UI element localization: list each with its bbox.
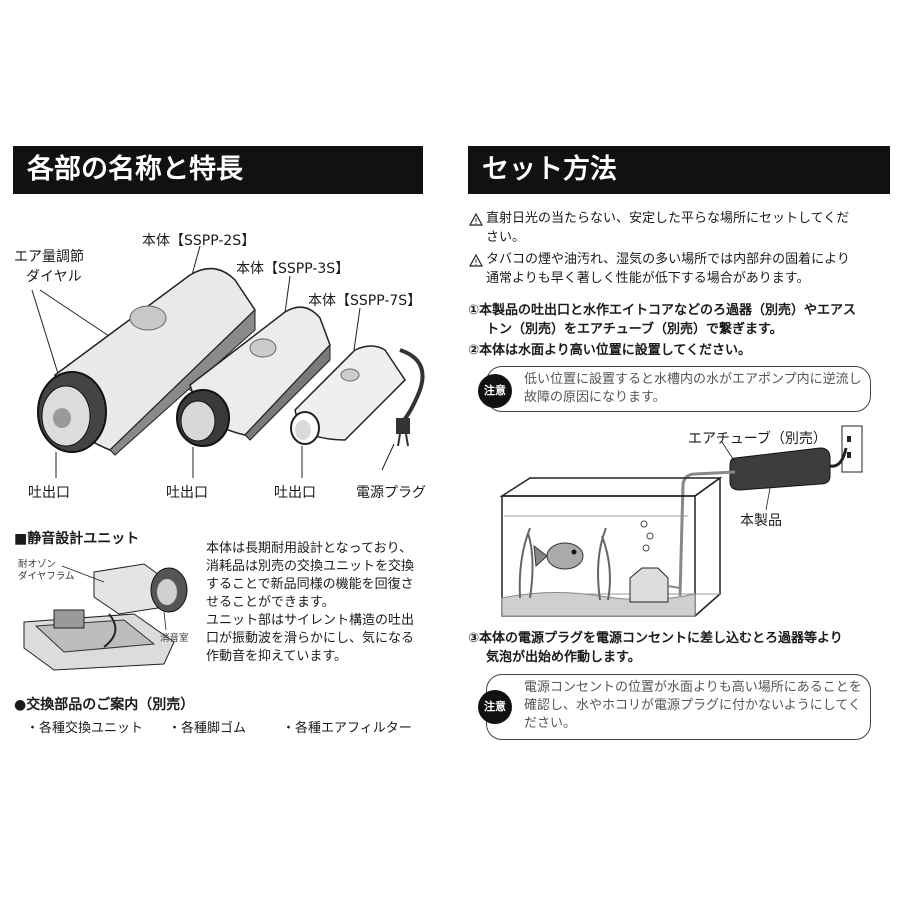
outlet-label-3s: 吐出口 [166,485,208,501]
warning-triangle-icon: ! [469,254,483,267]
replacement-part-item: ・各種エアフィルター [282,721,412,736]
muffler-chamber-label: 消音室 [160,633,189,644]
silent-desc-line: 本体は長期耐用設計となっており、 [206,541,413,556]
air-dial-label-line1: エア量調節 [14,249,84,265]
silent-unit-diagram [23,563,188,671]
sspp-3s-dial [176,389,230,447]
step-3-line1: ③本体の電源プラグを電源コンセントに差し込むとろ過器等より [468,631,843,646]
replacement-part-item: ・各種交換ユニット [26,721,144,736]
step-3-line2: 気泡が出始め作動します。 [486,650,641,665]
aquarium-setup-diagram [499,425,863,617]
step-1-line2: トン（別売）をエアチューブ（別売）で繋ぎます。 [486,322,783,337]
air-dial-label-line2: ダイヤル [26,269,82,285]
model-7s-label: 本体【SSPP-7S】 [308,293,422,309]
silent-desc-line: することで新品同様の機能を回復さ [206,577,414,592]
diaphragm-label-line2: ダイヤフラム [18,571,75,582]
power-plug [381,348,425,471]
plug-label: 電源プラグ [356,485,426,501]
svg-text:!: ! [474,217,477,226]
caution-1-line1: 低い位置に設置すると水槽内の水がエアポンプ内に逆流し [524,372,862,387]
pump-products-illustration [31,245,425,478]
caution-2-line2: 確認し、水やホコリが電源プラグに付かないようにしてく [524,698,861,713]
model-3s-label: 本体【SSPP-3S】 [236,261,350,277]
svg-text:!: ! [474,258,477,267]
caution-badge-2: 注意 [478,690,512,724]
silent-desc-line: 消耗品は別売の交換ユニットを交換 [206,559,415,574]
product-label: 本製品 [740,513,782,529]
silent-unit-description: 本体は長期耐用設計となっており、 消耗品は別売の交換ユニットを交換 することで新… [206,540,414,666]
silent-desc-line: 作動音を抑えています。 [206,649,348,664]
step-2: ②本体は水面より高い位置に設置してください。 [468,343,751,358]
warning-1-line2: さい。 [486,230,526,245]
silent-desc-line: 口が振動波を滑らかにし、気になる [206,631,415,646]
right-section-header: セット方法 [468,146,890,194]
warning-triangle-icon: ! [469,213,483,226]
replacement-parts-title: ●交換部品のご案内（別売） [14,697,195,713]
outlet-label-2s: 吐出口 [28,485,70,501]
warning-2-line1: タバコの煙や油汚れ、湿気の多い場所では内部弁の固着により [486,252,850,267]
silent-unit-title: ■静音設計ユニット [14,531,140,547]
caution-2-line3: ださい。 [524,716,577,731]
caution-1-line2: 故障の原因になります。 [524,390,666,405]
warning-2-line2: 通常よりも早く著しく性能が低下する場合があります。 [486,271,810,286]
outlet-label-7s: 吐出口 [274,485,316,501]
caution-badge-1: 注意 [478,374,512,408]
model-2s-label: 本体【SSPP-2S】 [142,233,256,249]
replacement-part-item: ・各種脚ゴム [168,721,247,736]
caution-2-line1: 電源コンセントの位置が水面よりも高い場所にあることを [524,680,862,695]
left-section-header: 各部の名称と特長 [13,146,423,194]
silent-desc-line: ユニット部はサイレント構造の吐出 [206,613,415,628]
diaphragm-label-line1: 耐オゾン [18,559,57,570]
warning-1-line1: 直射日光の当たらない、安定した平らな場所にセットしてくだ [486,211,850,226]
step-1-line1: ①本製品の吐出口と水作エイトコアなどのろ過器（別売）やエアス [468,303,857,318]
sspp-2s-dial [37,371,107,453]
silent-desc-line: せることができます。 [206,595,335,610]
sspp-7s-body [290,345,406,445]
